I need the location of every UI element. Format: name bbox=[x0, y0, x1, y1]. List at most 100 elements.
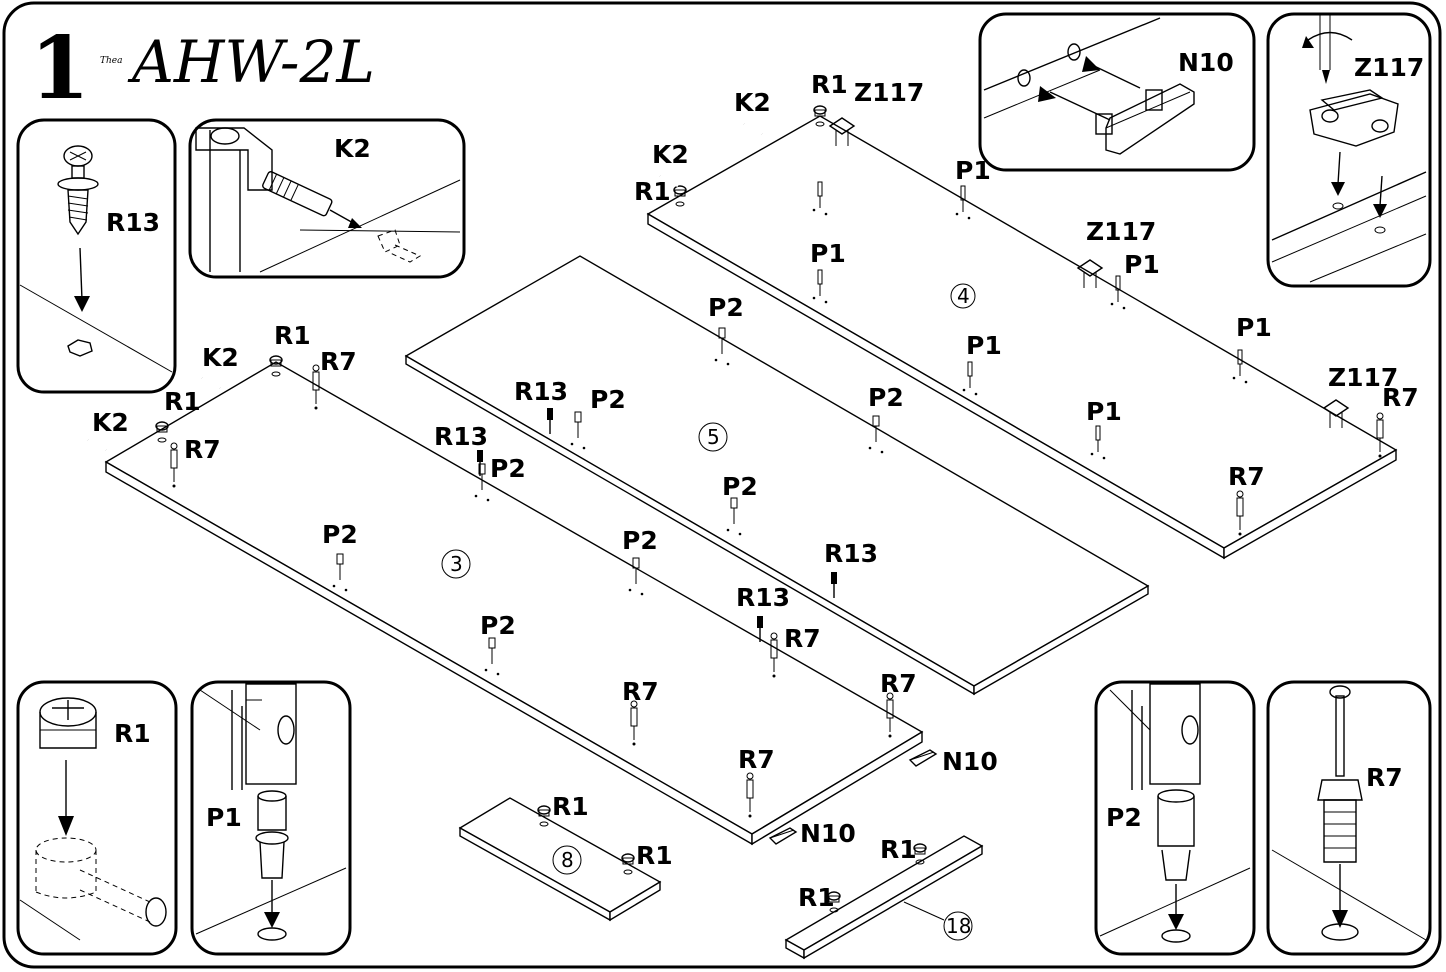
part-label-r1: R1 bbox=[636, 841, 673, 870]
part-label-p2: P2 bbox=[868, 383, 904, 412]
dowel-marker bbox=[812, 181, 828, 216]
dowel-marker bbox=[1232, 349, 1248, 384]
part-label-k2: K2 bbox=[202, 343, 239, 372]
screw-marker bbox=[831, 572, 837, 598]
k2-marker bbox=[743, 122, 763, 136]
part-label-r1: R1 bbox=[164, 387, 201, 416]
part-label-r7: R7 bbox=[320, 347, 357, 376]
panel-3: 3 bbox=[104, 361, 924, 846]
k2-marker bbox=[201, 376, 221, 390]
panel-18: 18 bbox=[784, 835, 984, 960]
pin-marker bbox=[714, 327, 730, 366]
handle-marker bbox=[908, 749, 938, 767]
inset-r7-label: R7 bbox=[1366, 763, 1403, 792]
part-label-z117: Z117 bbox=[1086, 217, 1156, 246]
bolt-marker bbox=[886, 692, 894, 738]
part-label-p2: P2 bbox=[722, 472, 758, 501]
inset-r1-label: R1 bbox=[114, 719, 151, 748]
part-label-p1: P1 bbox=[1124, 250, 1160, 279]
part-label-p2: P2 bbox=[490, 454, 526, 483]
panel-3-number: 3 bbox=[450, 552, 463, 576]
part-label-r7: R7 bbox=[622, 677, 659, 706]
panel-8: 8 bbox=[458, 797, 662, 922]
bolt-marker bbox=[630, 700, 638, 746]
cam-marker bbox=[813, 105, 827, 127]
inset-r7: R7 bbox=[1266, 680, 1432, 956]
part-label-r1: R1 bbox=[634, 177, 671, 206]
pin-marker bbox=[332, 553, 348, 592]
inset-p2: P2 bbox=[1094, 680, 1256, 956]
part-label-r7: R7 bbox=[784, 624, 821, 653]
part-label-p1: P1 bbox=[966, 331, 1002, 360]
part-label-k2: K2 bbox=[652, 140, 689, 169]
inset-z117: Z117 bbox=[1266, 12, 1432, 288]
part-label-p2: P2 bbox=[322, 520, 358, 549]
dowel-marker bbox=[962, 361, 978, 396]
inset-r13-label: R13 bbox=[106, 208, 160, 237]
part-label-r1: R1 bbox=[274, 321, 311, 350]
pin-marker bbox=[726, 497, 742, 536]
hardware-markers bbox=[87, 105, 1384, 913]
pin-marker bbox=[570, 411, 586, 450]
bolt-marker bbox=[746, 772, 754, 818]
part-label-z117: Z117 bbox=[1328, 363, 1398, 392]
part-label-r13: R13 bbox=[514, 377, 568, 406]
part-label-p1: P1 bbox=[955, 156, 991, 185]
part-label-r1: R1 bbox=[811, 70, 848, 99]
inset-n10: N10 bbox=[978, 12, 1256, 172]
part-label-p1: P1 bbox=[810, 239, 846, 268]
part-label-p1: P1 bbox=[1086, 397, 1122, 426]
part-label-r7: R7 bbox=[1228, 462, 1265, 491]
panel-5-number: 5 bbox=[707, 425, 720, 449]
part-label-p2: P2 bbox=[590, 385, 626, 414]
bolt-marker bbox=[170, 442, 178, 488]
cam-marker bbox=[621, 853, 635, 875]
part-label-z117: Z117 bbox=[854, 78, 924, 107]
step-number: 1 bbox=[30, 18, 90, 119]
part-label-n10: N10 bbox=[800, 819, 856, 848]
hinge-marker bbox=[1076, 259, 1104, 288]
part-label-r13: R13 bbox=[824, 539, 878, 568]
part-label-p2: P2 bbox=[708, 293, 744, 322]
brand-name: Thea bbox=[100, 56, 123, 66]
part-label-r1: R1 bbox=[798, 883, 835, 912]
bolt-marker bbox=[312, 364, 320, 410]
part-label-k2: K2 bbox=[92, 408, 129, 437]
part-label-r7: R7 bbox=[1382, 383, 1419, 412]
bolt-marker bbox=[1236, 490, 1244, 536]
inset-r1: R1 bbox=[16, 680, 178, 956]
bolt-marker bbox=[770, 632, 778, 678]
inset-n10-label: N10 bbox=[1178, 48, 1234, 77]
pin-marker bbox=[868, 415, 884, 454]
panel-8-number: 8 bbox=[561, 848, 574, 872]
part-label-r13: R13 bbox=[736, 583, 790, 612]
part-label-p2: P2 bbox=[622, 526, 658, 555]
cam-marker bbox=[155, 421, 169, 443]
screw-marker bbox=[477, 450, 483, 476]
part-label-k2: K2 bbox=[734, 88, 771, 117]
panel-5: 5 bbox=[404, 255, 1150, 696]
pin-marker bbox=[628, 557, 644, 596]
inset-p1-label: P1 bbox=[206, 803, 242, 832]
hinge-marker bbox=[828, 117, 856, 146]
pin-marker bbox=[484, 637, 500, 676]
pin-marker bbox=[474, 463, 490, 502]
dowel-marker bbox=[812, 269, 828, 304]
inset-r13: R13 bbox=[16, 118, 177, 394]
part-label-n10: N10 bbox=[942, 747, 998, 776]
dowel-marker bbox=[955, 185, 971, 220]
part-label-r1: R1 bbox=[880, 835, 917, 864]
screw-marker bbox=[547, 408, 553, 434]
dowel-marker bbox=[1110, 275, 1126, 310]
part-label-r7: R7 bbox=[880, 669, 917, 698]
cam-marker bbox=[537, 805, 551, 827]
part-label-r13: R13 bbox=[434, 422, 488, 451]
part-label-p1: P1 bbox=[1236, 313, 1272, 342]
cam-marker bbox=[827, 891, 841, 913]
part-label-r7: R7 bbox=[184, 435, 221, 464]
k2-marker bbox=[659, 174, 679, 188]
inset-k2-label: K2 bbox=[334, 134, 371, 163]
model-number: AHW-2L bbox=[127, 28, 375, 96]
